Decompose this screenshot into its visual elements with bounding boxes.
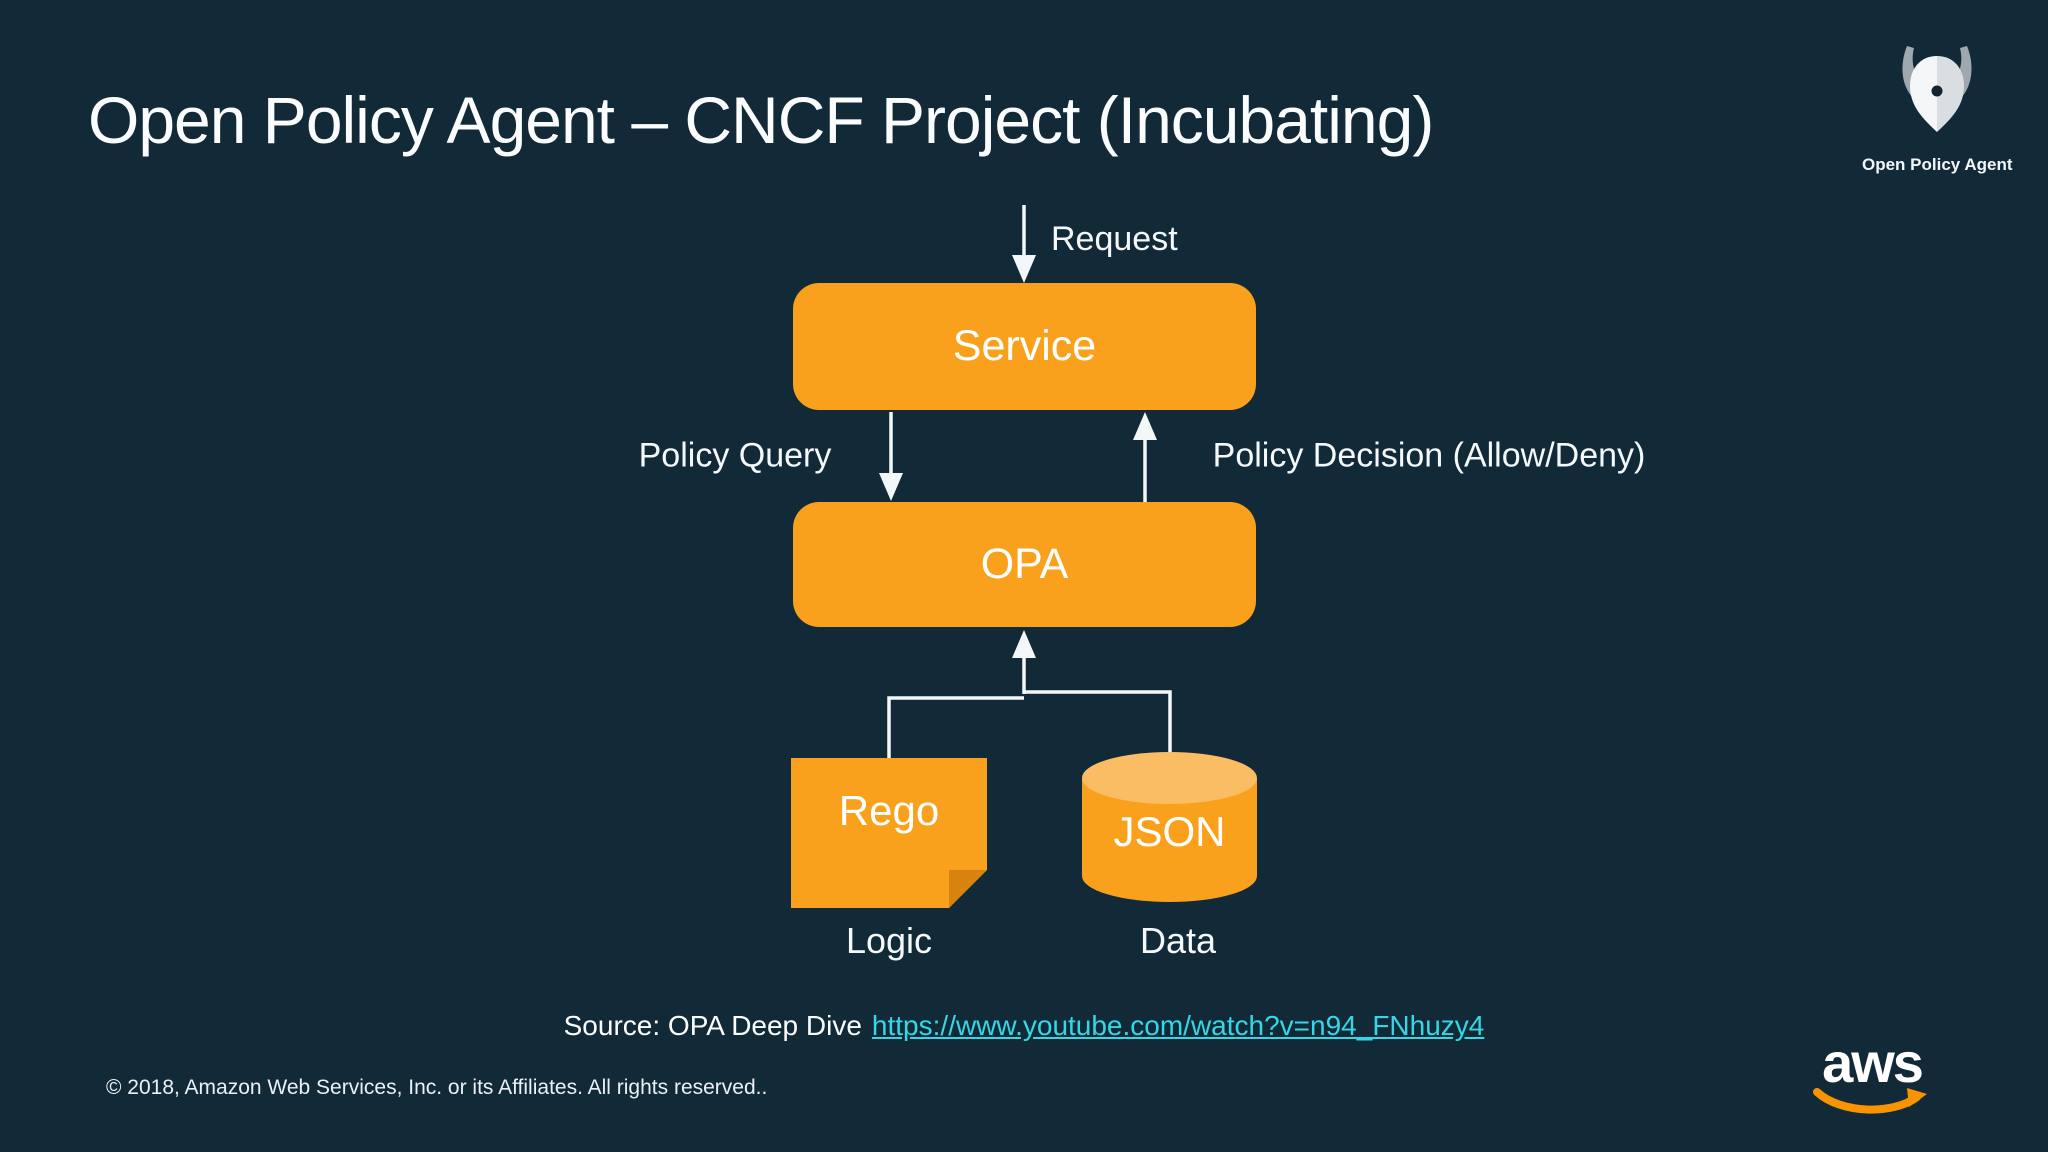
note-icon (791, 758, 987, 908)
page-title: Open Policy Agent – CNCF Project (Incuba… (88, 83, 1434, 157)
request-label: Request (1051, 220, 1178, 258)
opa-logo: Open Policy Agent (1862, 42, 2013, 175)
logic-label: Logic (845, 920, 933, 961)
service-node: Service (793, 283, 1256, 410)
policy-decision-label: Policy Decision (Allow/Deny) (1212, 436, 1646, 475)
opa-node-label: OPA (980, 540, 1069, 588)
policy-query-arrowhead (879, 473, 903, 501)
rego-label: Rego (838, 786, 940, 834)
json-connector (1024, 690, 1172, 754)
opa-input-arrowhead (1012, 630, 1036, 658)
opa-mask-icon (1877, 46, 1997, 150)
source-line: Source: OPA Deep Dive https://www.youtube… (564, 1010, 1485, 1042)
data-label: Data (1139, 920, 1217, 961)
request-arrowhead (1012, 255, 1036, 283)
rego-note-shape: Rego (791, 758, 987, 908)
source-prefix: Source: OPA Deep Dive (563, 1010, 862, 1041)
aws-logo: aws (1812, 1031, 1932, 1123)
database-icon (1082, 752, 1257, 902)
rego-connector (887, 696, 1024, 758)
aws-smile-icon (1813, 1088, 1927, 1114)
opa-node: OPA (793, 502, 1256, 627)
policy-query-label: Policy Query (638, 436, 832, 475)
copyright-text: © 2018, Amazon Web Services, Inc. or its… (106, 1076, 768, 1099)
aws-wordmark: aws (1822, 1031, 1924, 1094)
json-label: JSON (1113, 808, 1226, 855)
json-cylinder-shape: JSON (1082, 752, 1257, 902)
service-node-label: Service (952, 322, 1097, 370)
policy-decision-arrowhead (1133, 412, 1157, 440)
source-link[interactable]: https://www.youtube.com/watch?v=n94_FNhu… (871, 1010, 1485, 1041)
opa-logo-caption: Open Policy Agent (1862, 155, 2013, 174)
